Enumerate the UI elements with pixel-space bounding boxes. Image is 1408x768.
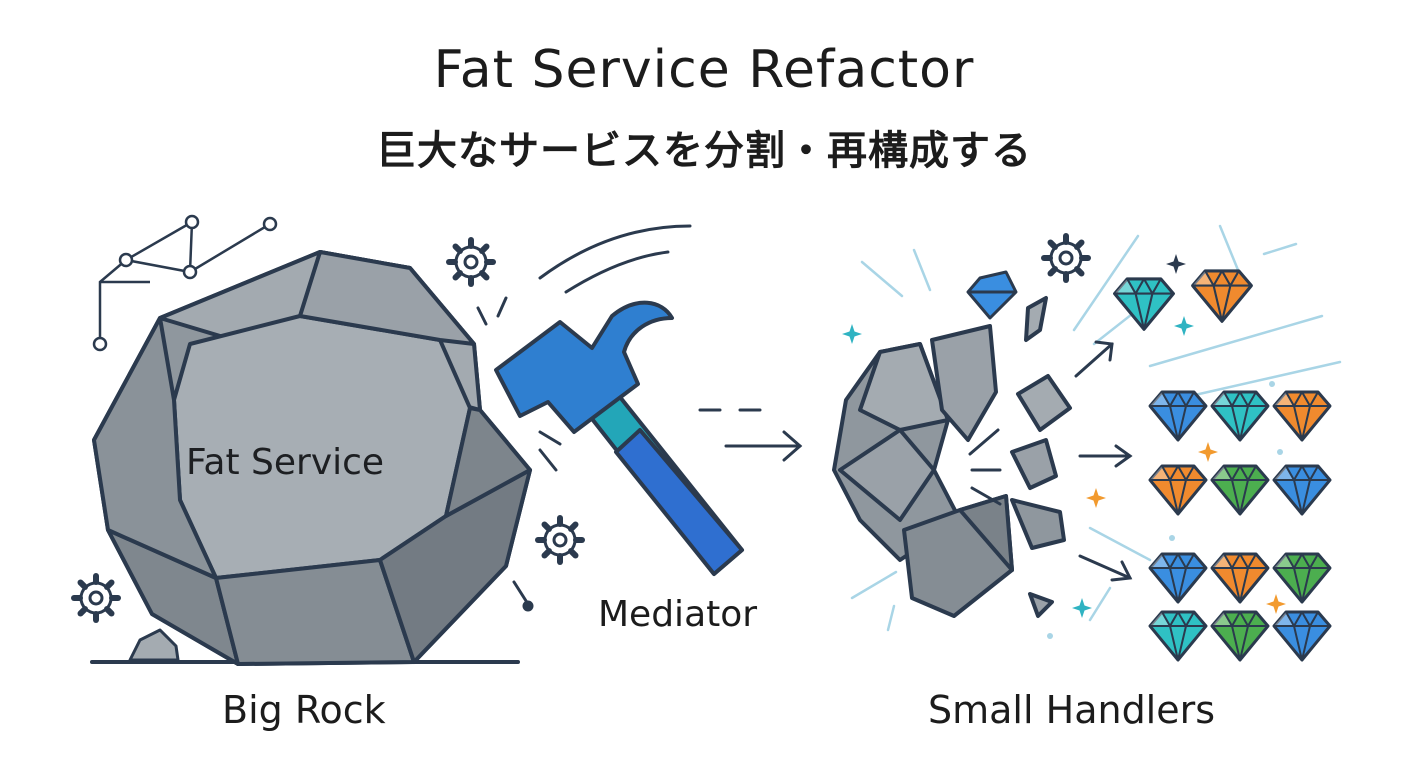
fat-service-label: Fat Service (186, 442, 385, 483)
sparkle-icon (1072, 598, 1092, 618)
gem-icon (1210, 552, 1270, 604)
gem-icon (1148, 552, 1208, 604)
mediator-label: Mediator (598, 594, 758, 635)
gem-icon (1148, 390, 1208, 442)
sparkle-icon (1086, 488, 1106, 508)
gear-icon (449, 240, 493, 284)
gem-icon (1272, 610, 1332, 662)
sparkle-icon (1266, 594, 1286, 614)
sparkle-icon (842, 324, 862, 344)
gem-icon (1148, 464, 1208, 516)
page-title: Fat Service Refactor (433, 40, 975, 100)
sparkle-icon (1174, 316, 1194, 336)
shattered-rock (832, 296, 1072, 618)
gear-icon (74, 576, 118, 620)
gems (1113, 269, 1332, 662)
gem-icon (1148, 610, 1208, 662)
gem-icon (1210, 610, 1270, 662)
small-handlers-caption: Small Handlers (928, 688, 1216, 732)
sparkle-icon (1198, 442, 1218, 462)
gem-icon (1272, 464, 1332, 516)
gear-icon (1044, 236, 1088, 280)
gem-icon (1210, 464, 1270, 516)
gem-icon (1272, 552, 1332, 604)
hammer-icon (494, 300, 744, 576)
sparkle-icon (1166, 254, 1186, 274)
gem-icon (1191, 269, 1253, 323)
big-rock-caption: Big Rock (222, 688, 386, 732)
gem-icon (1272, 390, 1332, 442)
big-rock (92, 250, 532, 666)
page-subtitle: 巨大なサービスを分割・再構成する (376, 128, 1032, 174)
network-icon (92, 214, 278, 352)
gem-icon (1210, 390, 1270, 442)
gear-icon (538, 518, 582, 562)
gem-icon (1113, 277, 1175, 331)
